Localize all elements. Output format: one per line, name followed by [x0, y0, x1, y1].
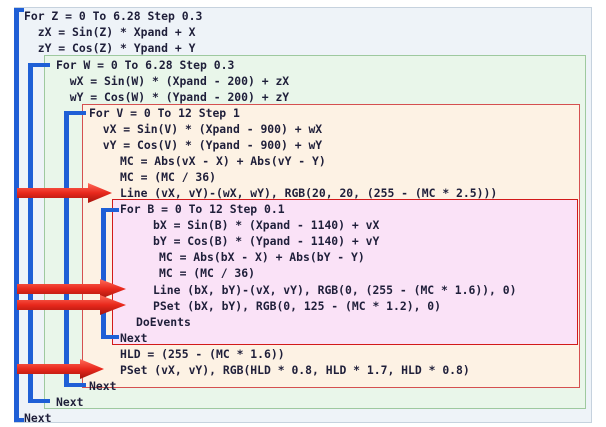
- code-line-for-v: For V = 0 To 12 Step 1: [89, 106, 240, 120]
- code-line-for-z: For Z = 0 To 6.28 Step 0.3: [24, 9, 203, 23]
- code-line-vy: vY = Cos(V) * (Ypand - 900) + wY: [89, 138, 323, 152]
- loop-bracket-b-bottom: [101, 335, 119, 339]
- code-line-zx: zX = Sin(Z) * Xpand + X: [24, 25, 196, 39]
- loop-bracket-w: [28, 63, 33, 403]
- code-line-next-w: Next: [56, 395, 84, 409]
- code-line-by: bY = Cos(B) * (Ypand - 1140) + vY: [153, 234, 380, 248]
- code-line-pset-v: PSet (vX, vY), RGB(HLD * 0.8, HLD * 1.7,…: [120, 363, 470, 377]
- code-line-zy: zY = Cos(Z) * Ypand + Y: [24, 41, 196, 55]
- right-arrow-icon: [17, 359, 104, 379]
- code-line-wy: wY = Cos(W) * (Ypand - 200) + zY: [56, 90, 290, 104]
- right-arrow-icon: [17, 183, 112, 203]
- code-line-line-b: Line (bX, bY)-(vX, vY), RGB(0, (255 - (M…: [153, 283, 517, 297]
- loop-bracket-z: [14, 8, 19, 422]
- code-line-mc-div-v: MC = (MC / 36): [120, 170, 217, 184]
- code-line-hld: HLD = (255 - (MC * 1.6)): [120, 347, 285, 361]
- code-line-next-b: Next: [120, 331, 148, 345]
- code-line-for-b: For B = 0 To 12 Step 0.1: [120, 202, 285, 216]
- code-line-line-v: Line (vX, vY)-(wX, wY), RGB(20, 20, (255…: [120, 186, 498, 200]
- code-line-pset-b: PSet (bX, bY), RGB(0, 125 - (MC * 1.2), …: [153, 299, 442, 313]
- loop-bracket-v: [64, 111, 69, 387]
- right-arrow-icon: [17, 279, 126, 299]
- code-line-mc-b: MC = Abs(bX - X) + Abs(bY - Y): [159, 250, 365, 264]
- loop-bracket-b-top: [101, 208, 119, 212]
- code-line-mc-v: MC = Abs(vX - X) + Abs(vY - Y): [120, 154, 326, 168]
- loop-block-b: [112, 199, 578, 345]
- loop-bracket-b: [101, 208, 106, 339]
- loop-bracket-z-bottom: [14, 418, 24, 422]
- loop-bracket-v-bottom: [64, 383, 86, 387]
- code-line-next-v: Next: [89, 379, 117, 393]
- loop-bracket-v-top: [64, 111, 86, 115]
- code-line-for-w: For W = 0 To 6.28 Step 0.3: [56, 58, 235, 72]
- code-line-mc-div-b: MC = (MC / 36): [159, 266, 256, 280]
- code-line-vx: vX = Sin(V) * (Xpand - 900) + wX: [89, 122, 323, 136]
- right-arrow-icon: [17, 295, 126, 315]
- code-line-bx: bX = Sin(B) * (Xpand - 1140) + vX: [153, 218, 380, 232]
- loop-bracket-z-top: [14, 8, 24, 12]
- code-line-next-z: Next: [24, 411, 52, 425]
- code-line-wx: wX = Sin(W) * (Xpand - 200) + zX: [56, 74, 290, 88]
- code-line-doevents: DoEvents: [136, 315, 191, 329]
- loop-bracket-w-bottom: [28, 399, 50, 403]
- loop-bracket-w-top: [28, 63, 50, 67]
